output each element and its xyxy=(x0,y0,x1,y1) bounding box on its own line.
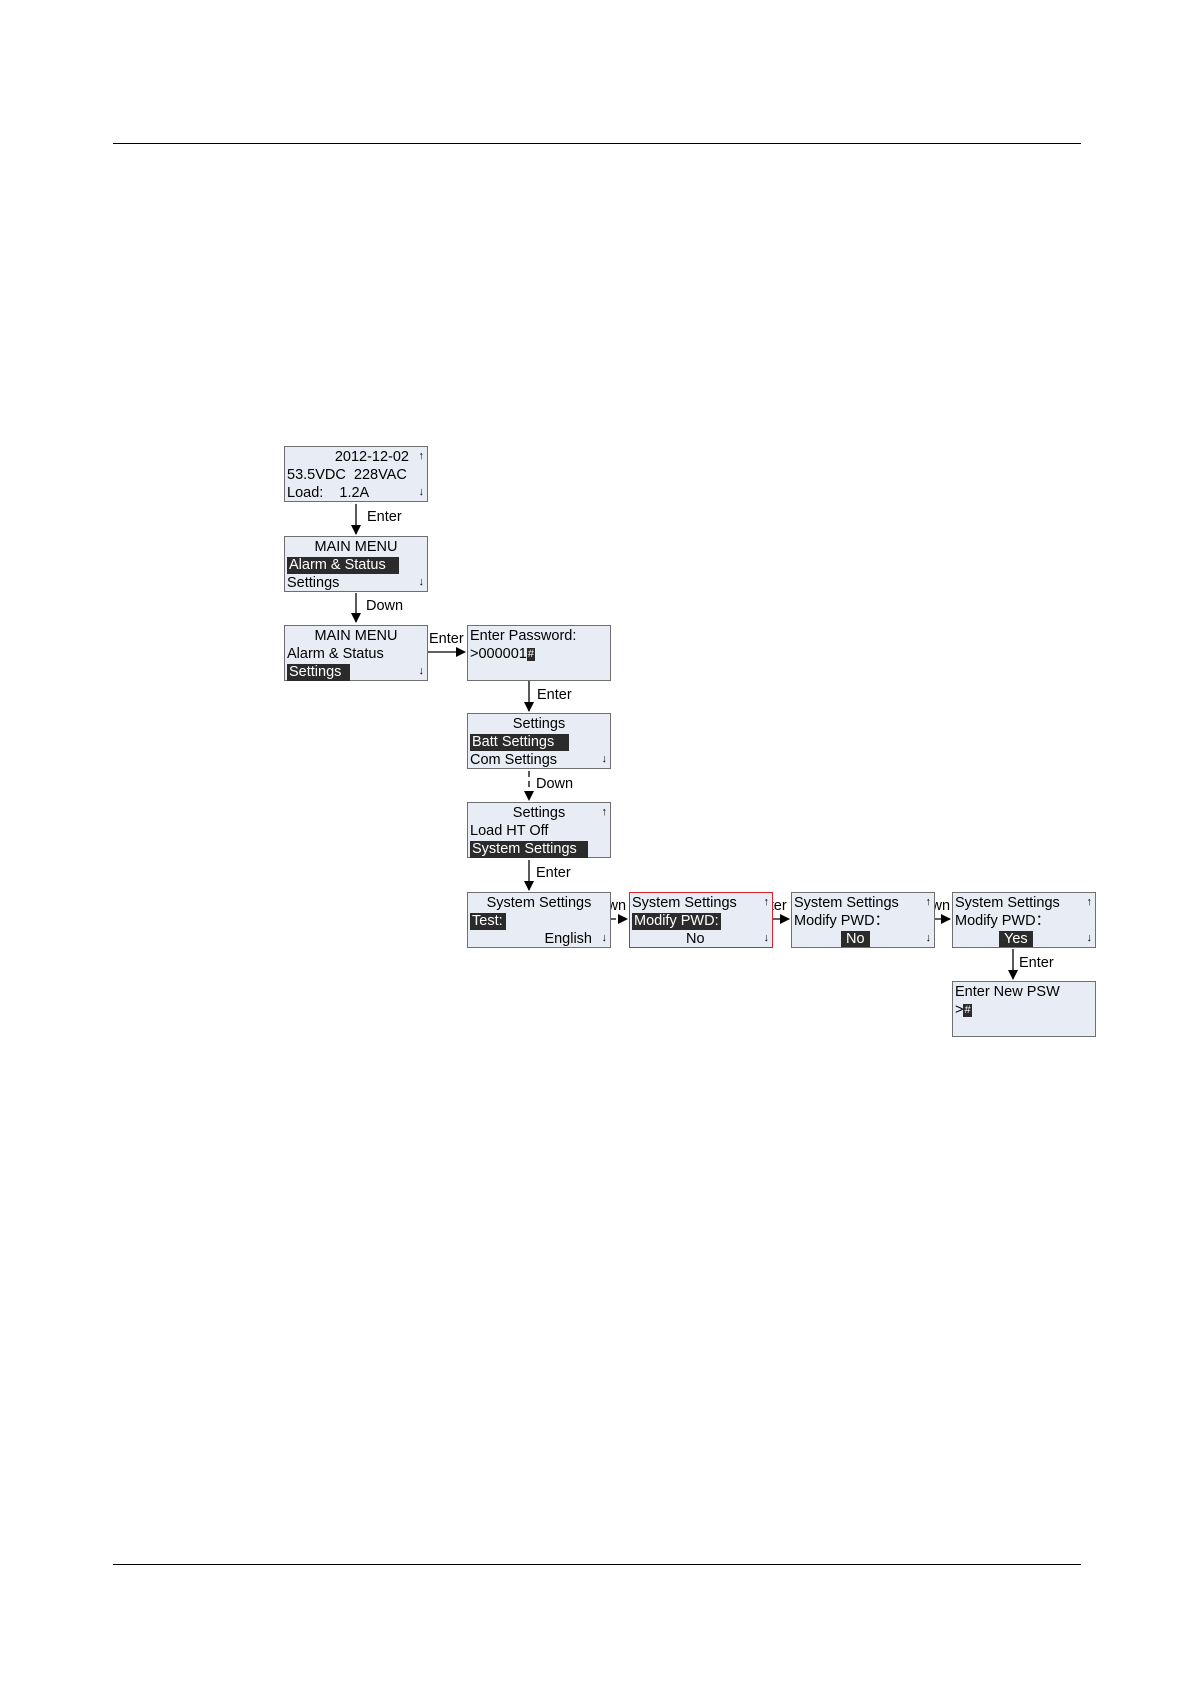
password-prompt: Enter Password: xyxy=(470,628,577,644)
lcd-screen-system-settings: System Settings Modify PWD： No ↑ ↓ xyxy=(791,892,935,948)
cursor-icon: # xyxy=(526,648,535,661)
footer-rule xyxy=(113,1564,1081,1565)
screen-title: MAIN MENU xyxy=(314,628,398,644)
lcd-screen-main-menu: MAIN MENU Alarm & Status Settings ↓ xyxy=(284,536,428,592)
scroll-down-icon: ↓ xyxy=(763,932,770,944)
transition-label-enter: Enter xyxy=(1019,955,1054,971)
transition-label-enter: Enter xyxy=(429,631,464,647)
menu-item-com-settings[interactable]: Com Settings xyxy=(470,752,558,768)
menu-item-modify-pwd[interactable]: Modify PWD： xyxy=(794,913,890,929)
screen-title: System Settings xyxy=(632,895,737,911)
scroll-up-icon: ↑ xyxy=(418,450,425,462)
date-text: 2012-12-02 xyxy=(334,449,409,465)
transition-label-enter: Enter xyxy=(367,509,402,525)
new-password-value: > xyxy=(955,1002,964,1018)
menu-item-alarm-status[interactable]: Alarm & Status xyxy=(287,557,399,574)
transition-label-down: Down xyxy=(366,598,404,614)
transition-label-enter: Enter xyxy=(536,865,571,881)
cursor-icon: # xyxy=(963,1004,972,1017)
menu-item-batt-settings[interactable]: Batt Settings xyxy=(470,734,569,751)
password-value: >000001 xyxy=(470,646,527,662)
scroll-up-icon: ↑ xyxy=(925,896,932,908)
lcd-screen-system-settings: System Settings Modify PWD： Yes ↑ ↓ xyxy=(952,892,1096,948)
modify-pwd-option[interactable]: Yes xyxy=(999,931,1033,948)
menu-item-settings[interactable]: Settings xyxy=(287,575,340,591)
modify-pwd-value: No xyxy=(686,931,705,947)
screen-title: Settings xyxy=(512,805,566,821)
menu-item-load-ht-off[interactable]: Load HT Off xyxy=(470,823,549,839)
screen-title: System Settings xyxy=(486,895,592,911)
option-value: No xyxy=(841,931,870,947)
screen-title: System Settings xyxy=(794,895,899,911)
lcd-screen-new-password: Enter New PSW ># xyxy=(952,981,1096,1037)
password-input[interactable]: >000001# xyxy=(470,646,535,663)
option-value: Yes xyxy=(999,931,1033,947)
scroll-down-icon: ↓ xyxy=(418,665,425,677)
menu-item-alarm-status[interactable]: Alarm & Status xyxy=(287,646,384,662)
modify-pwd-option[interactable]: No xyxy=(841,931,870,948)
lcd-screen-password: Enter Password: >000001# xyxy=(467,625,611,681)
scroll-up-icon: ↑ xyxy=(1086,896,1093,908)
scroll-up-icon: ↑ xyxy=(763,896,770,908)
scroll-down-icon: ↓ xyxy=(418,486,425,498)
header-rule xyxy=(113,143,1081,144)
scroll-down-icon: ↓ xyxy=(601,932,608,944)
scroll-down-icon: ↓ xyxy=(418,576,425,588)
menu-item-system-settings[interactable]: System Settings xyxy=(470,841,588,858)
menu-item-test[interactable]: Test: xyxy=(470,913,506,930)
lcd-screen-settings: Settings Batt Settings Com Settings ↓ xyxy=(467,713,611,769)
screen-title: System Settings xyxy=(955,895,1060,911)
lcd-screen-system-settings-highlighted: System Settings Modify PWD: No ↑ ↓ xyxy=(629,892,773,948)
screen-title: Settings xyxy=(512,716,566,732)
menu-item-modify-pwd[interactable]: Modify PWD: xyxy=(632,913,721,930)
transition-label-enter: Enter xyxy=(537,687,572,703)
lcd-screen-status: 2012-12-02 53.5VDC 228VAC Load: 1.2A ↑ ↓ xyxy=(284,446,428,502)
scroll-down-icon: ↓ xyxy=(1086,932,1093,944)
lcd-screen-main-menu: MAIN MENU Alarm & Status Settings ↓ xyxy=(284,625,428,681)
lcd-screen-settings: Settings Load HT Off System Settings ↑ xyxy=(467,802,611,858)
voltage-text: 53.5VDC 228VAC xyxy=(287,467,407,483)
new-password-prompt: Enter New PSW xyxy=(955,984,1060,1000)
lcd-screen-system-settings: System Settings Test: English ↓ xyxy=(467,892,611,948)
load-text: Load: 1.2A xyxy=(287,485,370,501)
menu-item-settings[interactable]: Settings xyxy=(287,664,350,681)
new-password-input[interactable]: ># xyxy=(955,1002,972,1019)
scroll-down-icon: ↓ xyxy=(925,932,932,944)
screen-title: MAIN MENU xyxy=(314,539,398,555)
scroll-down-icon: ↓ xyxy=(601,753,608,765)
menu-item-modify-pwd[interactable]: Modify PWD： xyxy=(955,913,1051,929)
scroll-up-icon: ↑ xyxy=(601,806,608,818)
language-value: English xyxy=(544,931,592,947)
transition-label-down: Down xyxy=(536,776,574,792)
